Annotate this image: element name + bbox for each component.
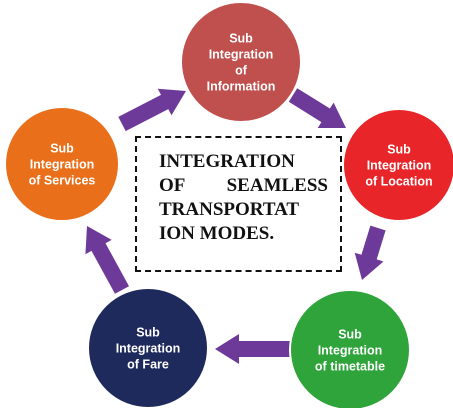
node-information-label-line: Integration	[209, 48, 274, 62]
node-location-circle	[342, 108, 453, 222]
center-title-line-4: ION MODES.	[159, 223, 275, 244]
arrow-timetable-to-fare	[215, 334, 290, 364]
center-title-line-1: INTEGRATION	[159, 151, 295, 172]
node-fare-label-line: Sub	[136, 326, 160, 340]
arrow-location-to-timetable	[354, 225, 386, 280]
node-timetable-label-line: Integration	[318, 344, 383, 358]
node-fare-label-line: Integration	[116, 342, 181, 356]
node-information-circle	[180, 1, 302, 123]
node-location-label-line: Sub	[387, 143, 411, 157]
arrow-information-to-location	[288, 88, 346, 128]
node-location-label-line: Integration	[367, 159, 432, 173]
node-timetable-circle	[289, 289, 411, 408]
node-information-label-line: of	[235, 64, 248, 78]
arrow-services-to-information	[118, 88, 186, 132]
node-location-label-line: of Location	[365, 175, 432, 189]
node-information-label-line: Information	[207, 80, 276, 94]
arrow-fare-to-services	[85, 226, 129, 294]
node-information-label-line: Sub	[229, 32, 253, 46]
center-title-line-2: OF SEAMLESS	[159, 175, 328, 196]
node-services-label-line: of Services	[29, 174, 96, 188]
node-services-label-line: Sub	[50, 142, 74, 156]
node-services-label-line: Integration	[30, 158, 95, 172]
node-timetable-label-line: Sub	[338, 328, 362, 342]
node-services-circle	[4, 106, 120, 222]
node-fare-circle	[87, 287, 209, 408]
node-timetable-label-line: of timetable	[315, 360, 385, 374]
node-fare-label-line: of Fare	[127, 358, 169, 372]
center-title-box: INTEGRATION OF SEAMLESS TRANSPORTAT ION …	[135, 136, 342, 272]
center-title-line-3: TRANSPORTAT	[159, 199, 300, 220]
